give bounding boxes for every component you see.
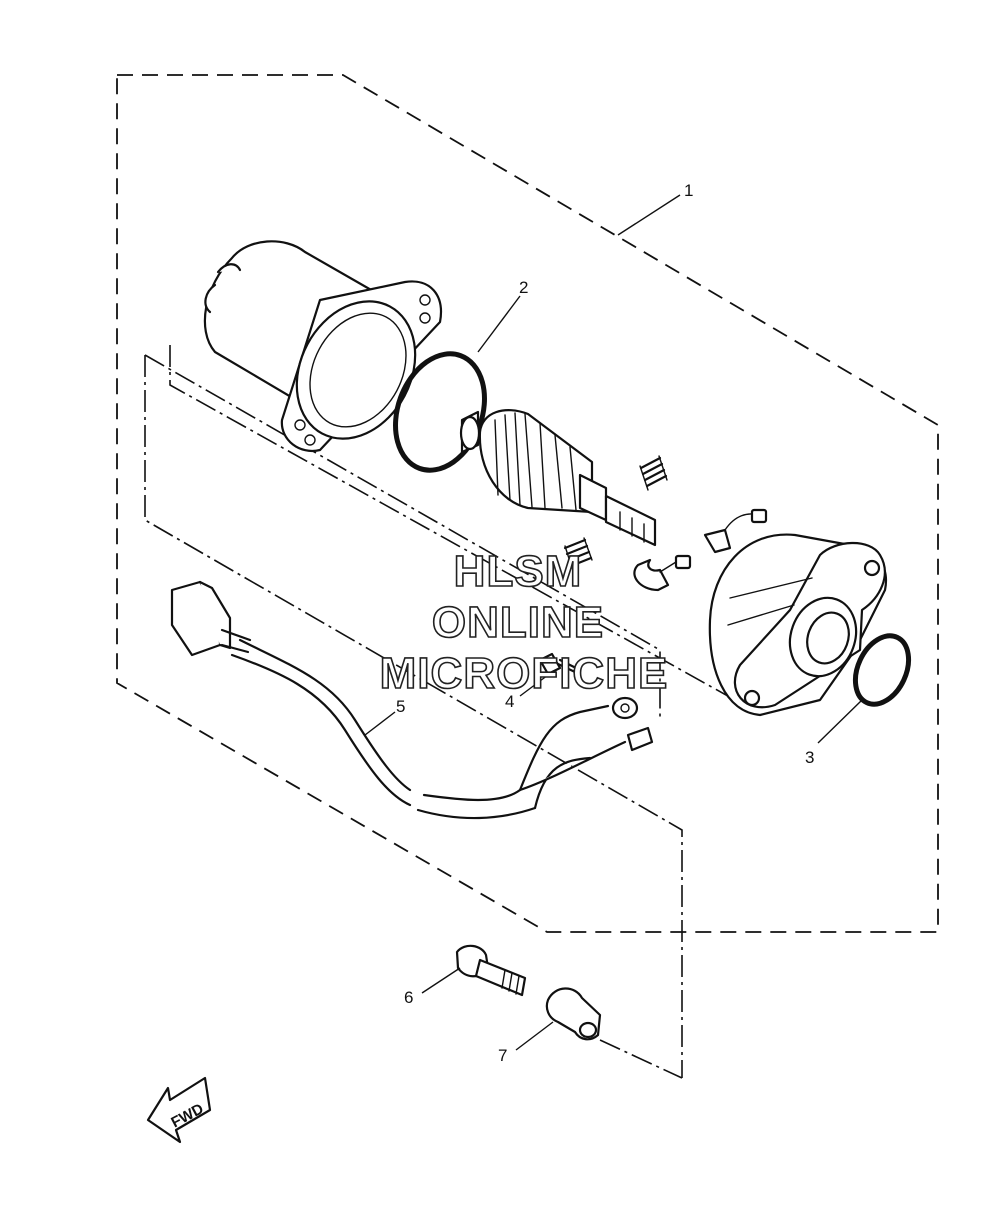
fwd-arrow-icon: FWD bbox=[146, 1076, 212, 1144]
mounting-reference-line bbox=[144, 355, 683, 1078]
leader-line-5 bbox=[364, 711, 396, 736]
brush-spring bbox=[639, 455, 668, 491]
assembly-boundary bbox=[116, 74, 939, 933]
leader-line-4 bbox=[519, 674, 549, 697]
mounting-bolt bbox=[455, 944, 527, 997]
callout-2: 2 bbox=[519, 278, 528, 297]
through-screw bbox=[538, 652, 578, 676]
brush-spring bbox=[563, 537, 593, 569]
watermark-line-3: MICROFICHE bbox=[380, 649, 669, 698]
mounting-reference-line bbox=[599, 1039, 683, 1079]
brush-holder bbox=[633, 554, 692, 592]
o-ring-small bbox=[852, 633, 912, 707]
mounting-reference-line bbox=[144, 354, 661, 718]
mounting-reference-line bbox=[169, 345, 736, 701]
watermark-line-1: HLSM bbox=[454, 547, 583, 596]
lead-wire bbox=[170, 580, 654, 820]
watermark-line-2: ONLINE bbox=[432, 598, 604, 647]
callout-1: 1 bbox=[684, 181, 693, 200]
brush-lead bbox=[703, 508, 768, 554]
callout-3: 3 bbox=[805, 748, 814, 767]
leader-line-2 bbox=[477, 295, 521, 353]
front-cover bbox=[708, 533, 888, 717]
callout-4: 4 bbox=[505, 692, 514, 711]
watermark: HLSM ONLINE MICROFICHE bbox=[379, 546, 669, 699]
cable-clamp bbox=[545, 987, 602, 1041]
callout-5: 5 bbox=[396, 697, 405, 716]
callout-6: 6 bbox=[404, 988, 413, 1007]
leader-line-1 bbox=[617, 194, 681, 236]
o-ring-large bbox=[393, 351, 487, 473]
callout-7: 7 bbox=[498, 1046, 507, 1065]
armature bbox=[459, 409, 657, 547]
leader-line-6 bbox=[421, 967, 461, 994]
leader-line-3 bbox=[817, 699, 863, 744]
motor-yoke bbox=[203, 240, 443, 453]
leader-line-7 bbox=[515, 1021, 554, 1051]
